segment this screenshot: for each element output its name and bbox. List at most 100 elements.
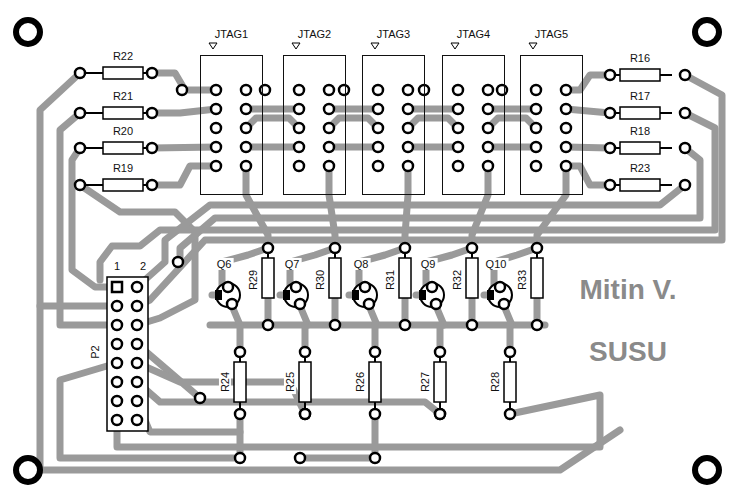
copper-trace bbox=[566, 109, 610, 113]
solder-pad bbox=[680, 180, 690, 190]
solder-pad bbox=[330, 320, 340, 330]
copper-trace bbox=[372, 414, 379, 458]
solder-pad bbox=[505, 409, 515, 419]
resistor-symbol bbox=[620, 69, 660, 81]
solder-pad bbox=[483, 142, 493, 152]
copper-trace bbox=[117, 395, 600, 447]
solder-pad bbox=[497, 85, 507, 95]
copper-trace bbox=[537, 166, 566, 248]
resistor-symbol bbox=[369, 362, 381, 402]
solder-pad bbox=[112, 339, 122, 349]
copper-trace bbox=[408, 106, 458, 113]
solder-pad bbox=[483, 104, 493, 114]
solder-pad bbox=[605, 180, 615, 190]
solder-pad bbox=[195, 393, 205, 403]
header-pin bbox=[132, 396, 142, 406]
reference-designator: Q10 bbox=[484, 258, 509, 270]
transistor-pad bbox=[352, 290, 359, 300]
reference-designator: R26 bbox=[354, 370, 366, 394]
reference-designator: R29 bbox=[247, 268, 259, 292]
solder-pad bbox=[531, 104, 541, 114]
solder-pad bbox=[112, 301, 122, 311]
resistor-symbol bbox=[103, 179, 143, 191]
solder-pad bbox=[561, 104, 571, 114]
mounting-hole bbox=[16, 458, 40, 482]
copper-trace bbox=[137, 401, 240, 432]
solder-pad bbox=[370, 347, 380, 357]
solder-pad bbox=[295, 299, 305, 309]
copper-trace bbox=[246, 144, 299, 151]
solder-pad bbox=[147, 108, 157, 118]
solder-pad bbox=[263, 320, 273, 330]
solder-pad bbox=[324, 104, 334, 114]
reference-designator: Q8 bbox=[352, 258, 371, 270]
solder-pad bbox=[680, 143, 690, 153]
solder-pad bbox=[499, 299, 509, 309]
solder-pad bbox=[112, 415, 122, 425]
solder-pad bbox=[241, 104, 251, 114]
solder-pad bbox=[291, 282, 301, 292]
solder-pad bbox=[177, 85, 187, 95]
transistor-pad bbox=[487, 290, 494, 300]
solder-pad bbox=[360, 282, 370, 292]
solder-pad bbox=[435, 409, 445, 419]
header-pin bbox=[112, 377, 122, 387]
solder-pad bbox=[680, 108, 690, 118]
square-pad bbox=[112, 282, 122, 292]
reference-designator: R25 bbox=[284, 370, 296, 394]
solder-pad bbox=[403, 104, 413, 114]
copper-trace bbox=[329, 144, 378, 151]
solder-pad bbox=[300, 347, 310, 357]
copper-traces bbox=[40, 73, 722, 470]
solder-pad bbox=[453, 85, 463, 95]
transistor-pad bbox=[283, 290, 290, 300]
solder-pad bbox=[532, 320, 542, 330]
solder-pad bbox=[324, 123, 334, 133]
solder-pad bbox=[132, 339, 142, 349]
solder-pad bbox=[605, 108, 615, 118]
copper-trace bbox=[246, 166, 268, 248]
solder-pad bbox=[132, 377, 142, 387]
solder-pad bbox=[330, 243, 340, 253]
solder-pad bbox=[561, 161, 571, 171]
copper-trace bbox=[329, 166, 335, 248]
reference-designator: R27 bbox=[419, 370, 431, 394]
copper-trace bbox=[180, 148, 700, 262]
solder-pad bbox=[241, 142, 251, 152]
copper-trace bbox=[408, 118, 458, 128]
reference-designator: R22 bbox=[111, 50, 135, 62]
resistor-symbol bbox=[262, 258, 274, 298]
resistor-symbol bbox=[620, 142, 660, 154]
reference-designator: R24 bbox=[219, 370, 231, 394]
solder-pad bbox=[364, 299, 374, 309]
resistor-symbol bbox=[299, 362, 311, 402]
solder-pad bbox=[561, 123, 571, 133]
solder-pad bbox=[295, 453, 305, 463]
solder-pad bbox=[294, 161, 304, 171]
solder-pad bbox=[260, 85, 270, 95]
reference-designator: P2 bbox=[89, 343, 101, 360]
resistor-symbol bbox=[531, 258, 543, 298]
solder-pad bbox=[531, 161, 541, 171]
solder-pad bbox=[241, 161, 251, 171]
pin1-marker bbox=[371, 43, 379, 49]
solder-pad bbox=[324, 85, 334, 95]
solder-pad bbox=[75, 143, 85, 153]
solder-pad bbox=[561, 142, 571, 152]
header-pin bbox=[132, 377, 142, 387]
solder-pad bbox=[495, 282, 505, 292]
solder-pad bbox=[294, 142, 304, 152]
header-pin bbox=[112, 320, 122, 330]
connector-ref: JTAG4 bbox=[455, 28, 492, 40]
solder-pad bbox=[235, 347, 245, 357]
solder-pad bbox=[112, 396, 122, 406]
solder-pad bbox=[373, 104, 383, 114]
copper-trace bbox=[408, 144, 458, 151]
connector-ref: JTAG3 bbox=[375, 28, 412, 40]
reference-designator: R16 bbox=[628, 52, 652, 64]
solder-pad bbox=[403, 142, 413, 152]
copper-trace bbox=[60, 363, 240, 458]
solder-pad bbox=[419, 85, 429, 95]
solder-pad bbox=[75, 180, 85, 190]
copper-trace bbox=[329, 118, 378, 128]
